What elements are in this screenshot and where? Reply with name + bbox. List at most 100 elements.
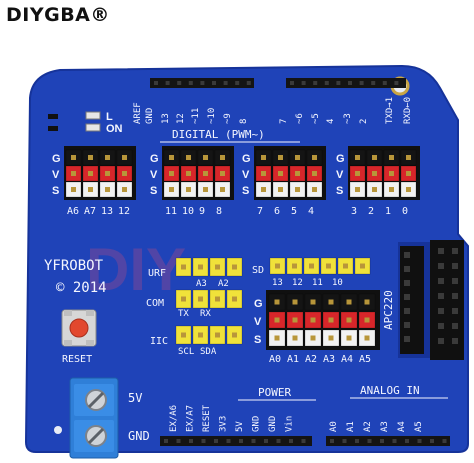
header-pin[interactable]: [383, 181, 400, 198]
reset-button-cap[interactable]: [69, 318, 89, 338]
yellow-pin[interactable]: [175, 289, 192, 309]
analog-pin[interactable]: [304, 293, 322, 311]
sd-pin[interactable]: [320, 257, 337, 275]
yellow-pin[interactable]: [209, 325, 226, 345]
header-pin[interactable]: [197, 149, 214, 166]
analog-pin[interactable]: [358, 329, 376, 347]
analog-pin[interactable]: [358, 293, 376, 311]
analog-pin[interactable]: [340, 293, 358, 311]
header-pin[interactable]: [306, 165, 323, 182]
header-pin[interactable]: [306, 181, 323, 198]
header-pin[interactable]: [383, 165, 400, 182]
interface-pin-label: RX: [200, 309, 211, 319]
header-pin[interactable]: [272, 181, 289, 198]
header-pin[interactable]: [82, 149, 99, 166]
header-pin[interactable]: [99, 181, 116, 198]
analog-pin[interactable]: [268, 293, 286, 311]
header-pin[interactable]: [214, 165, 231, 182]
header-pin[interactable]: [400, 181, 417, 198]
reset-button[interactable]: [61, 309, 97, 347]
header-pin[interactable]: [349, 181, 366, 198]
header-pin[interactable]: [116, 149, 133, 166]
analog-in-label: ANALOG IN: [360, 384, 420, 397]
terminal-5v-label: 5V: [128, 391, 142, 405]
analog-pin[interactable]: [340, 311, 358, 329]
header-pin[interactable]: [116, 165, 133, 182]
header-pin[interactable]: [180, 149, 197, 166]
header-pin[interactable]: [366, 149, 383, 166]
yellow-pin[interactable]: [175, 325, 192, 345]
analog-pin[interactable]: [358, 311, 376, 329]
yellow-pin[interactable]: [192, 289, 209, 309]
sd-label: SD: [252, 265, 264, 276]
header-pin[interactable]: [163, 149, 180, 166]
header-pin[interactable]: [272, 165, 289, 182]
header-pin[interactable]: [272, 149, 289, 166]
header-pin[interactable]: [349, 165, 366, 182]
screw-terminal[interactable]: [69, 377, 119, 459]
sd-pin[interactable]: [269, 257, 286, 275]
top-pin-label: ~6: [295, 113, 305, 124]
header-pin[interactable]: [289, 181, 306, 198]
header-pin[interactable]: [255, 149, 272, 166]
header-pin[interactable]: [82, 181, 99, 198]
header-pin[interactable]: [197, 165, 214, 182]
header-pin[interactable]: [214, 149, 231, 166]
analog-pin[interactable]: [340, 329, 358, 347]
interface-pin-label: TX: [178, 309, 189, 319]
yellow-pin[interactable]: [226, 325, 243, 345]
analog-pin[interactable]: [322, 329, 340, 347]
header-pin[interactable]: [255, 181, 272, 198]
analog-pin[interactable]: [286, 293, 304, 311]
header-pin[interactable]: [163, 181, 180, 198]
analog-pin[interactable]: [268, 329, 286, 347]
yellow-pin[interactable]: [209, 257, 226, 277]
header-pin[interactable]: [65, 181, 82, 198]
sd-pin[interactable]: [337, 257, 354, 275]
header-pin[interactable]: [99, 165, 116, 182]
header-pin[interactable]: [400, 165, 417, 182]
yellow-pin[interactable]: [192, 257, 209, 277]
interface-pin-label: SDA: [200, 347, 217, 357]
yellow-pin[interactable]: [226, 257, 243, 277]
header-pin[interactable]: [65, 149, 82, 166]
analog-pin[interactable]: [286, 311, 304, 329]
header-pin[interactable]: [214, 181, 231, 198]
header-pin[interactable]: [180, 181, 197, 198]
digital-pin-label: A7: [84, 206, 96, 217]
sd-pin[interactable]: [303, 257, 320, 275]
header-pin[interactable]: [180, 165, 197, 182]
interface-pin-label: SCL: [178, 347, 194, 357]
board-name: YFROBOT: [44, 258, 104, 274]
yellow-pin[interactable]: [192, 325, 209, 345]
header-pin[interactable]: [65, 165, 82, 182]
analog-pin[interactable]: [286, 329, 304, 347]
header-pin[interactable]: [306, 149, 323, 166]
analog-pin[interactable]: [304, 329, 322, 347]
analog-pin[interactable]: [268, 311, 286, 329]
header-pin[interactable]: [82, 165, 99, 182]
yellow-pin[interactable]: [209, 289, 226, 309]
header-pin[interactable]: [255, 165, 272, 182]
header-pin[interactable]: [163, 165, 180, 182]
header-pin[interactable]: [366, 181, 383, 198]
header-pin[interactable]: [383, 149, 400, 166]
header-pin[interactable]: [197, 181, 214, 198]
header-pin[interactable]: [400, 149, 417, 166]
analog-pin[interactable]: [322, 311, 340, 329]
sd-pin[interactable]: [354, 257, 371, 275]
yellow-pin[interactable]: [226, 289, 243, 309]
header-pin[interactable]: [289, 165, 306, 182]
gvs-label: G: [150, 153, 159, 165]
header-pin[interactable]: [116, 181, 133, 198]
analog-pin-label: A3: [323, 354, 335, 365]
sd-pin[interactable]: [286, 257, 303, 275]
header-pin[interactable]: [99, 149, 116, 166]
header-pin[interactable]: [289, 149, 306, 166]
header-pin[interactable]: [366, 165, 383, 182]
header-pin[interactable]: [349, 149, 366, 166]
analog-pin[interactable]: [304, 311, 322, 329]
yellow-pin[interactable]: [175, 257, 192, 277]
analog-pin[interactable]: [322, 293, 340, 311]
